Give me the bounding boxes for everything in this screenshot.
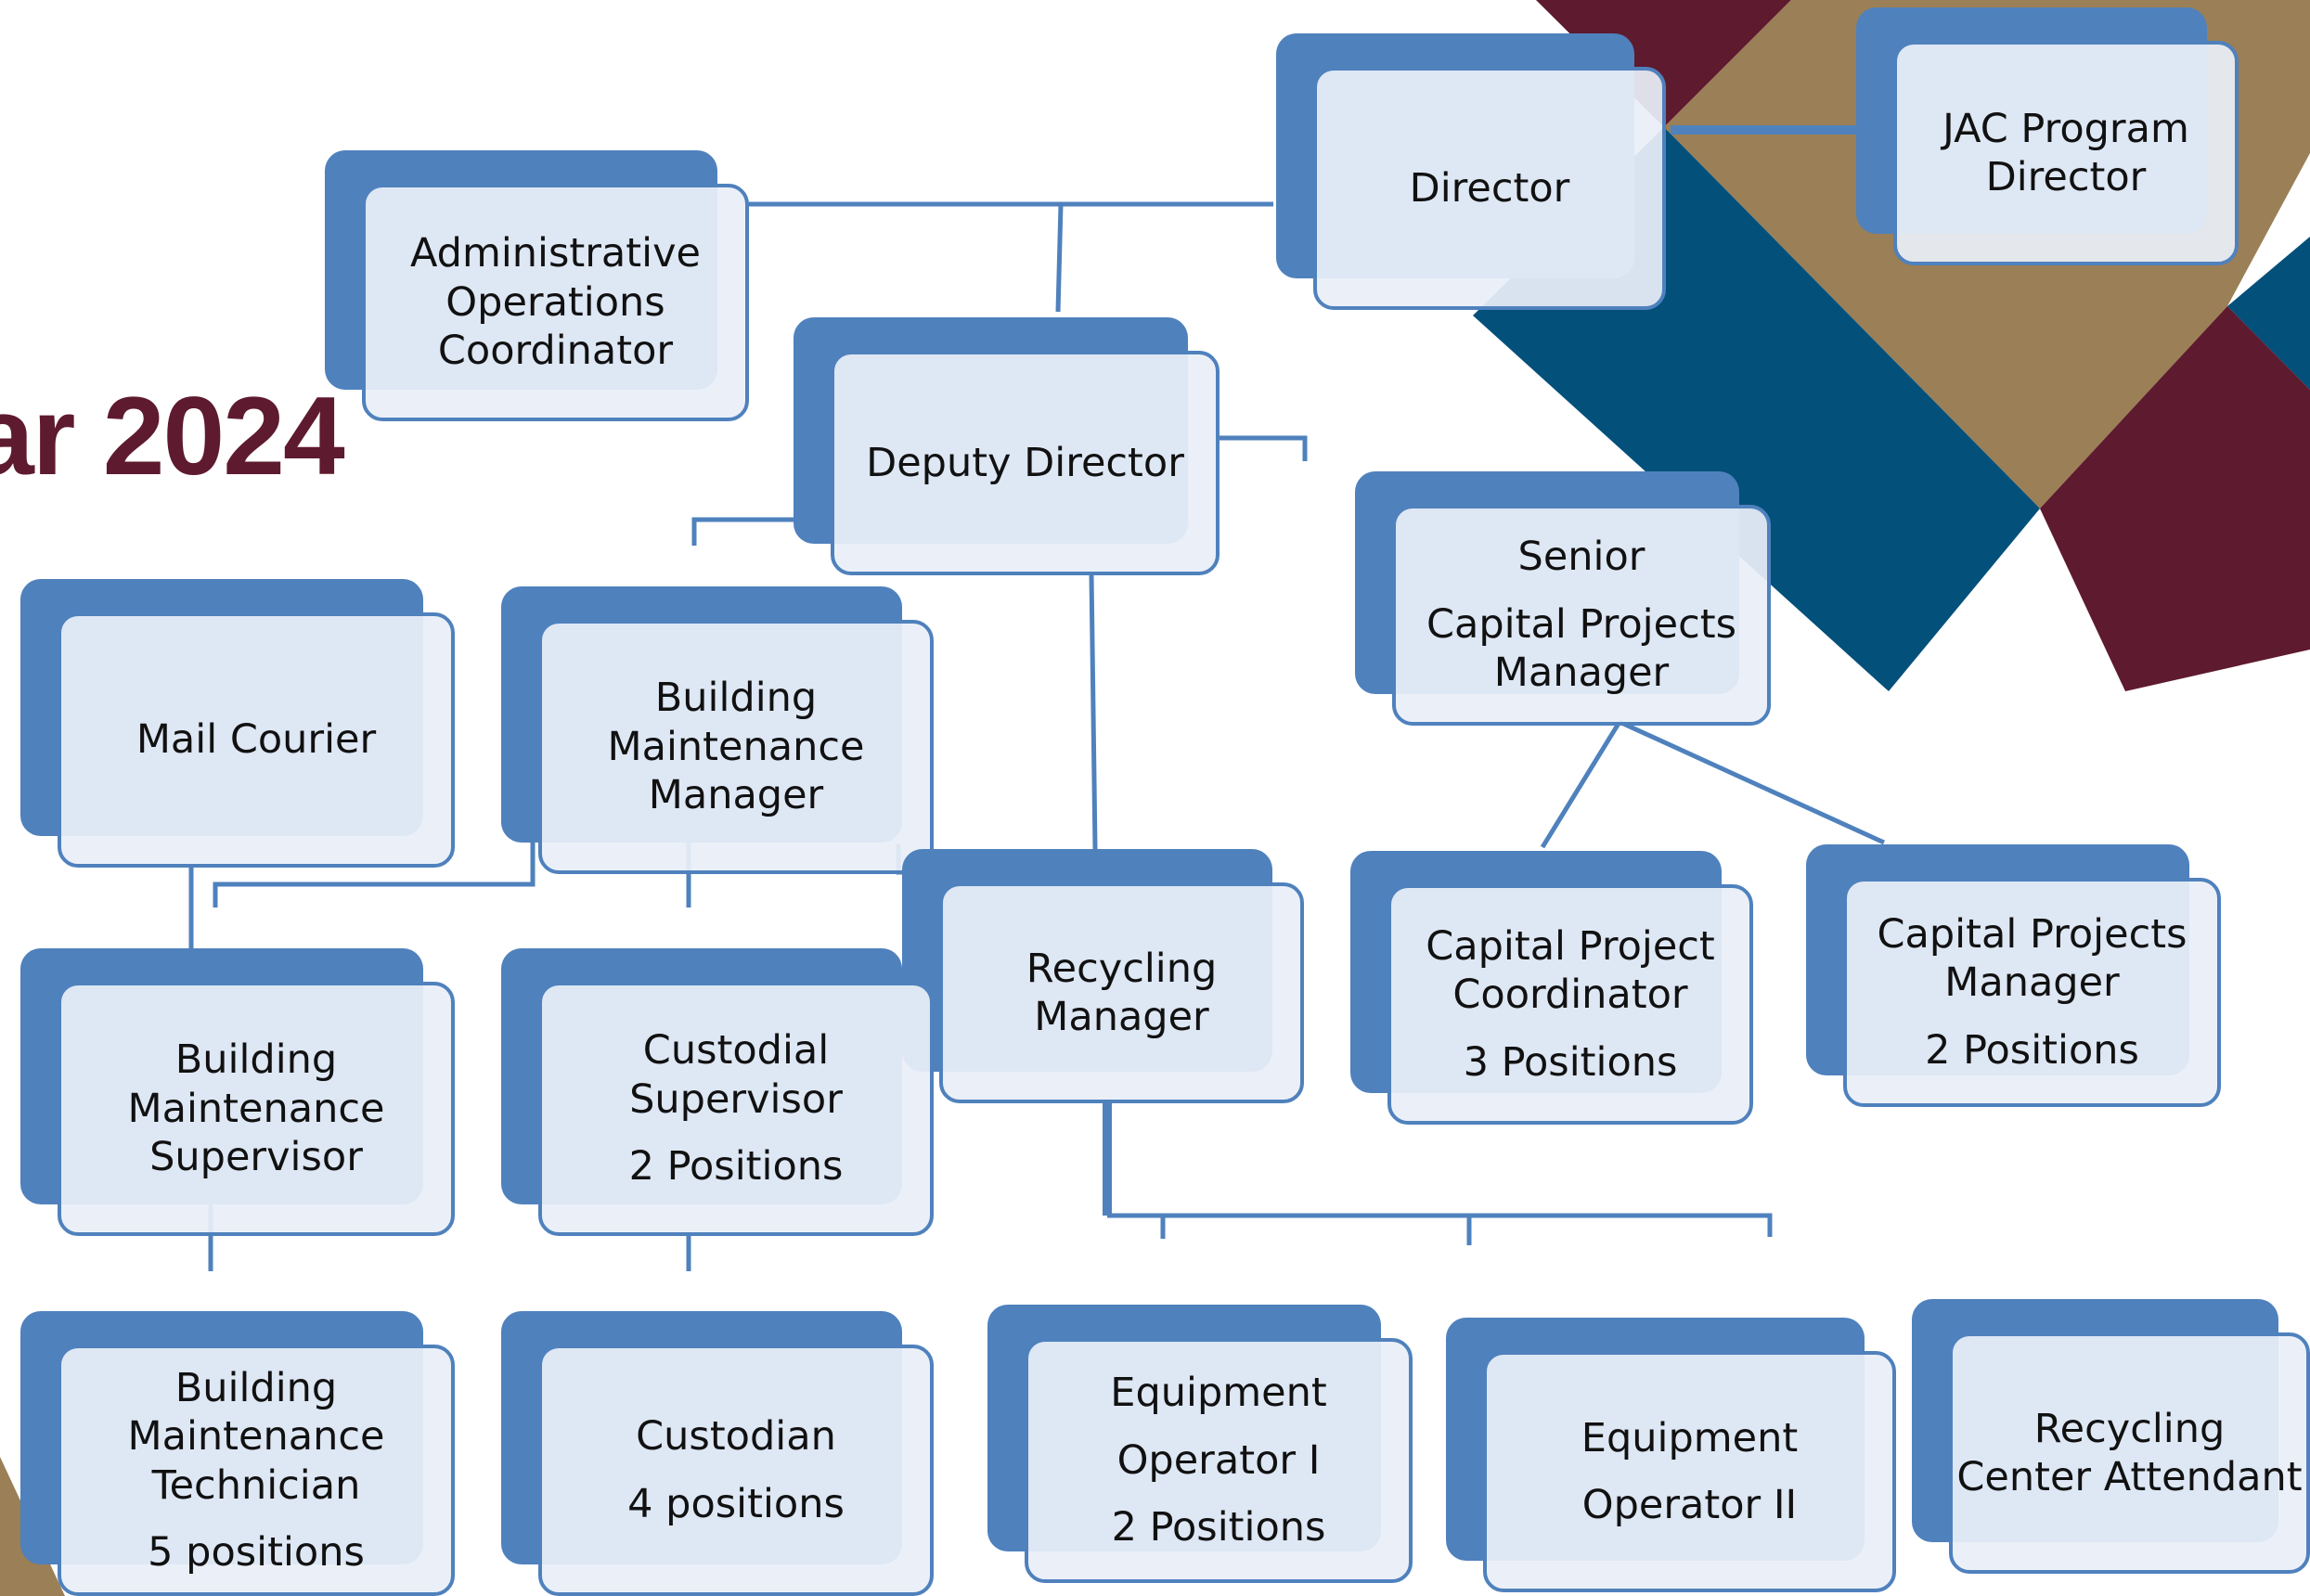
node-title-line: Maintenance	[127, 1085, 385, 1132]
node-title-line: Maintenance	[127, 1413, 385, 1461]
node-title-line: Supervisor	[149, 1134, 363, 1181]
node-building-maintenance-supervisor: Building Maintenance Supervisor	[20, 948, 455, 1236]
node-title-line: Manager	[1493, 650, 1670, 697]
node-title-line: Custodian	[636, 1413, 836, 1461]
deco-navy-right	[2227, 237, 2310, 390]
node-custodian: Custodian 4 positions	[501, 1311, 934, 1596]
node-title-line: Director	[1985, 154, 2147, 200]
node-title-line: Deputy Director	[866, 439, 1184, 486]
page-title-fragment: ar 2024	[0, 374, 345, 498]
node-senior-capital-projects-manager: Senior Capital Projects Manager	[1355, 471, 1771, 726]
node-title-line: Manager	[1034, 994, 1209, 1040]
node-custodial-supervisor: Custodial Supervisor 2 Positions	[501, 948, 934, 1236]
connector-deputy-left-stub	[691, 517, 794, 546]
node-building-maintenance-manager: Building Maintenance Manager	[501, 586, 934, 874]
connector-deputy-recycling	[1089, 574, 1098, 850]
node-director: Director	[1276, 33, 1666, 310]
node-title-line: Administrative	[410, 230, 701, 277]
node-title-line: Director	[1409, 164, 1570, 212]
node-capital-projects-manager: Capital Projects Manager 2 Positions	[1806, 844, 2221, 1107]
node-equipment-operator-ii: Equipment Operator II	[1446, 1318, 1896, 1592]
node-building-maintenance-technician: Building Maintenance Technician 5 positi…	[20, 1311, 455, 1596]
node-equipment-operator-i: Equipment Operator I 2 Positions	[987, 1305, 1413, 1583]
deco-maroon-right	[2040, 306, 2310, 691]
node-title-line: Manager	[648, 772, 824, 819]
node-deputy-director: Deputy Director	[794, 317, 1220, 575]
node-title-line: Operator II	[1581, 1482, 1798, 1528]
node-title-line: Equipment	[1581, 1414, 1799, 1461]
node-jac-program-director: JAC Program Director	[1856, 7, 2239, 265]
node-title-line: Recycling	[2033, 1405, 2226, 1452]
node-title-line: Capital Projects	[1426, 600, 1736, 648]
connector-bmm-bms	[213, 835, 536, 907]
node-title-line: Mail Courier	[136, 716, 377, 764]
node-title-line: Operator I	[1116, 1436, 1321, 1484]
node-title-line: Recycling	[1026, 945, 1218, 992]
node-administrative-operations-coordinator: Administrative Operations Coordinator	[325, 150, 749, 421]
node-recycling-manager: Recycling Manager	[902, 849, 1304, 1103]
node-positions: 2 Positions	[1925, 1026, 2139, 1074]
node-title-line: Custodial	[642, 1027, 830, 1075]
node-title-line: Building	[174, 1036, 338, 1084]
node-positions: 5 positions	[148, 1528, 365, 1576]
node-title-line: Building	[654, 675, 818, 722]
node-mail-courier: Mail Courier	[20, 579, 455, 868]
node-title-line: Maintenance	[607, 723, 865, 770]
node-title-line: Equipment	[1110, 1370, 1327, 1417]
node-title-line: Capital Project	[1426, 922, 1715, 970]
connector-director-deputy	[1055, 203, 1064, 313]
node-title-line: Coordinator	[1452, 972, 1688, 1019]
node-recycling-center-attendant: Recycling Center Attendant	[1912, 1299, 2310, 1574]
connector-senior-coordinator	[1540, 720, 1622, 849]
node-title-line: Manager	[1944, 959, 2120, 1007]
node-title-line: Coordinator	[437, 328, 674, 375]
node-positions: 2 Positions	[1111, 1504, 1326, 1551]
node-title-line: Operations	[445, 278, 665, 326]
node-title-line: Building	[174, 1364, 338, 1411]
node-positions: 3 Positions	[1463, 1038, 1678, 1086]
node-capital-project-coordinator: Capital Project Coordinator 3 Positions	[1350, 851, 1753, 1125]
node-positions: 4 positions	[627, 1480, 845, 1527]
deco-maroon-top	[1536, 0, 1791, 127]
node-title-line: JAC Program	[1942, 105, 2189, 152]
connector-recycling-branch	[1107, 1213, 1773, 1237]
node-title-line: Center Attendant	[1956, 1454, 2303, 1500]
node-title-line: Senior	[1517, 534, 1645, 581]
node-title-line: Technician	[151, 1461, 361, 1509]
connector-deputy-right-stub	[1216, 435, 1308, 461]
node-title-line: Capital Projects	[1877, 910, 2187, 958]
node-positions: 2 Positions	[628, 1143, 844, 1191]
connector-senior-cpm	[1618, 719, 1886, 845]
node-title-line: Supervisor	[629, 1075, 843, 1123]
